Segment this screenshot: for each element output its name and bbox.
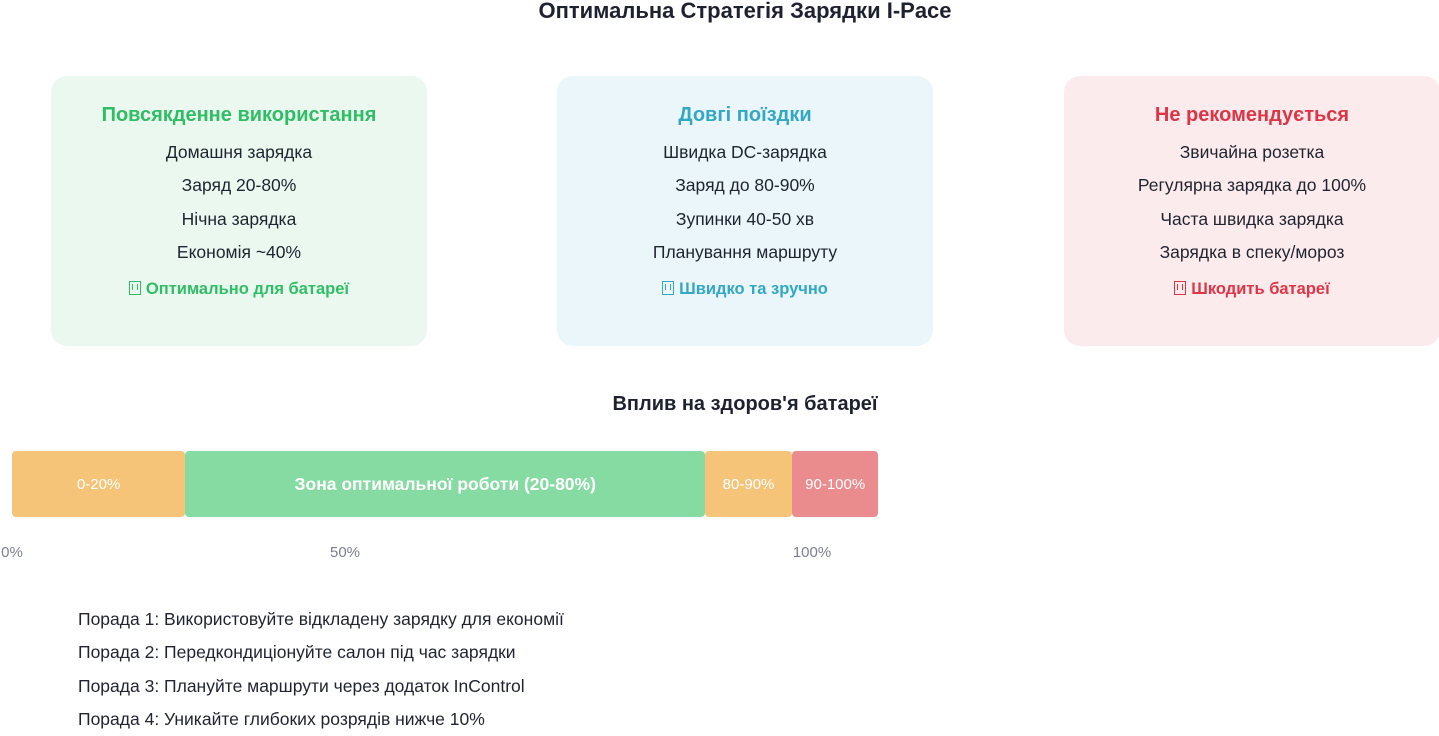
card-item: Звичайна розетка	[1179, 142, 1325, 162]
card-status: Швидко та зручно	[557, 280, 933, 299]
card-item: Нічна зарядка	[181, 208, 297, 229]
scale-tick-50: 50%	[329, 544, 361, 561]
page-title: Оптимальна Стратегія Зарядки I-Pace	[538, 0, 952, 23]
health-segment-high: 80-90%	[705, 451, 792, 517]
scale-tick-100: 100%	[792, 544, 832, 561]
card-long-trips: Довгі поїздки Швидка DC-зарядка Заряд до…	[557, 76, 933, 346]
card-item: Планування маршруту	[652, 241, 838, 262]
card-status-text: Швидко та зручно	[679, 280, 828, 299]
health-segment-full: 90-100%	[791, 451, 879, 517]
battery-health-title: Вплив на здоров'я батареї	[612, 393, 878, 415]
card-status: Оптимально для батареї	[51, 280, 427, 299]
card-item: Заряд до 80-90%	[675, 175, 815, 196]
health-segment-optimal: Зона оптимальної роботи (20-80%)	[185, 451, 706, 517]
card-item: Регулярна зарядка до 100%	[1137, 175, 1367, 196]
card-title: Повсякденне використання	[101, 104, 377, 126]
card-item: Економія ~40%	[176, 241, 302, 262]
health-segment-low: 0-20%	[12, 451, 186, 517]
warning-icon	[1174, 281, 1187, 296]
card-not-recommended: Не рекомендується Звичайна розетка Регул…	[1064, 76, 1439, 346]
tip-item: Порада 2: Передкондиціонуйте салон під ч…	[78, 642, 516, 663]
tip-item: Порада 1: Використовуйте відкладену заря…	[78, 609, 564, 629]
tip-item: Порада 3: Плануйте маршрути через додато…	[78, 675, 525, 696]
card-item: Заряд 20-80%	[181, 175, 297, 196]
card-status-text: Шкодить батареї	[1191, 280, 1330, 299]
card-item: Зупинки 40-50 хв	[675, 208, 815, 229]
card-daily-use: Повсякденне використання Домашня зарядка…	[51, 76, 427, 346]
card-title: Довгі поїздки	[678, 104, 812, 126]
battery-icon	[128, 281, 141, 296]
card-status-text: Оптимально для батареї	[145, 280, 350, 299]
card-item: Часта швидка зарядка	[1160, 208, 1344, 229]
tips-list: Порада 1: Використовуйте відкладену заря…	[78, 603, 564, 736]
card-item: Швидка DC-зарядка	[663, 142, 827, 162]
scale-tick-0: 0%	[1, 544, 23, 561]
card-status: Шкодить батареї	[1064, 280, 1439, 299]
card-title: Не рекомендується	[1154, 104, 1350, 126]
lightning-icon	[662, 281, 675, 296]
tip-item: Порада 4: Уникайте глибоких розрядів ниж…	[78, 708, 485, 729]
card-item: Домашня зарядка	[165, 142, 313, 162]
card-item: Зарядка в спеку/мороз	[1159, 241, 1345, 262]
